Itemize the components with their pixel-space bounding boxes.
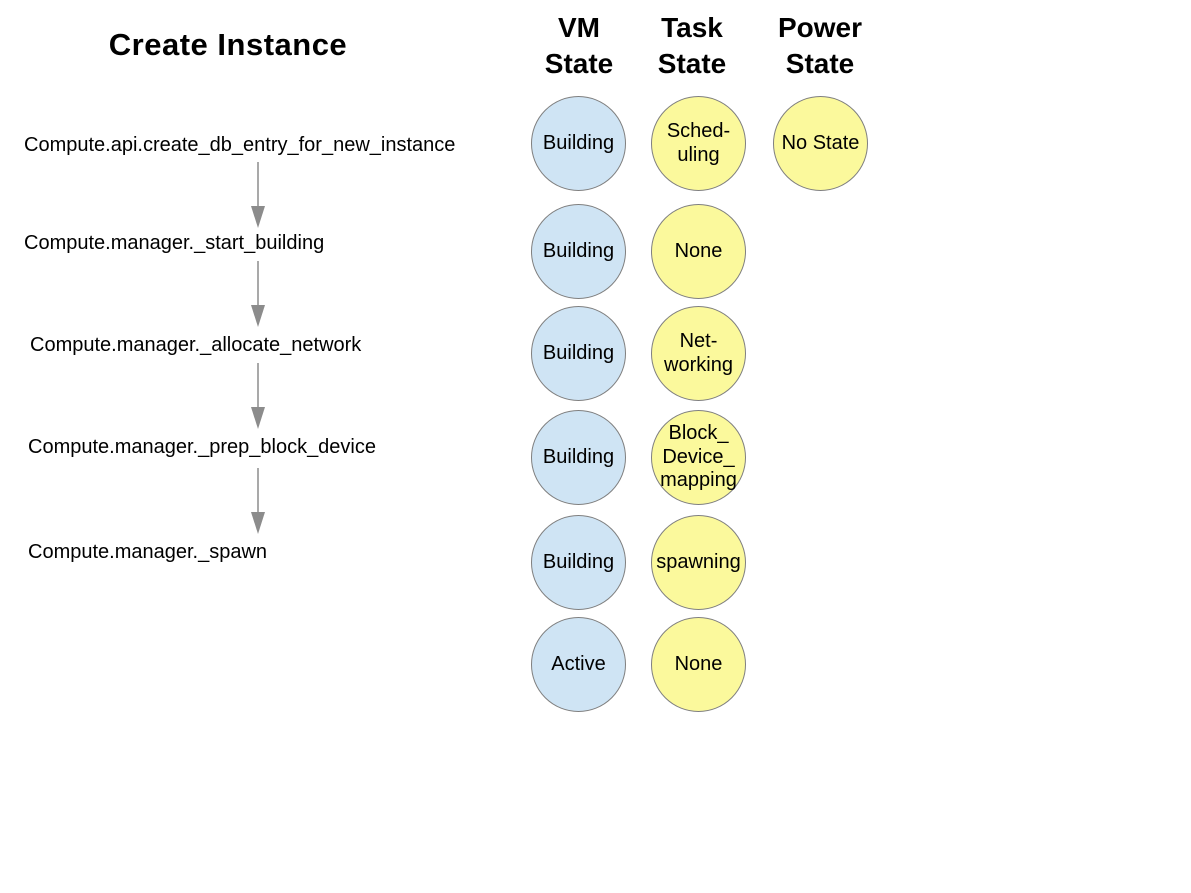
task-state-circle: None <box>651 204 746 299</box>
arrow-down-icon <box>251 162 265 228</box>
task-state-circle: Net- working <box>651 306 746 401</box>
task-state-circle: None <box>651 617 746 712</box>
diagram-title: Create Instance <box>108 27 348 62</box>
arrow-down-icon <box>251 468 265 534</box>
vm-state-circle: Building <box>531 306 626 401</box>
task-state-label: Block_ Device_ mapping <box>660 422 737 492</box>
vm-state-circle: Active <box>531 617 626 712</box>
vm-state-circle: Building <box>531 204 626 299</box>
column-header-task-state: Task State <box>657 12 727 79</box>
arrow-down-icon <box>251 363 265 429</box>
task-state-label: Net- working <box>664 329 733 376</box>
task-state-circle: spawning <box>651 515 746 610</box>
step-start-building: Compute.manager._start_building <box>24 232 325 254</box>
task-state-circle: Sched- uling <box>651 96 746 191</box>
vm-state-label: Building <box>542 131 615 154</box>
column-header-power-state: Power State <box>777 12 863 79</box>
step-prep-block-device: Compute.manager._prep_block_device <box>28 436 376 458</box>
task-state-circle: Block_ Device_ mapping <box>651 410 746 505</box>
vm-state-label: Building <box>542 550 615 573</box>
task-state-label: spawning <box>656 550 741 573</box>
vm-state-circle: Building <box>531 515 626 610</box>
task-state-label: None <box>674 652 723 675</box>
task-state-label: Sched- uling <box>666 119 731 166</box>
step-create-db-entry-for-new-instance: Compute.api.create_db_entry_for_new_inst… <box>24 134 456 156</box>
column-header-vm-state: VM State <box>544 12 614 79</box>
task-state-label: None <box>674 239 723 262</box>
vm-state-label: Building <box>542 341 615 364</box>
vm-state-label: Active <box>551 652 606 675</box>
arrow-down-icon <box>251 261 265 327</box>
vm-state-circle: Building <box>531 96 626 191</box>
vm-state-label: Building <box>542 239 615 262</box>
step-allocate-network: Compute.manager._allocate_network <box>30 334 362 356</box>
vm-state-circle: Building <box>531 410 626 505</box>
step-spawn: Compute.manager._spawn <box>28 541 268 563</box>
power-state-label: No State <box>781 131 860 154</box>
power-state-circle: No State <box>773 96 868 191</box>
vm-state-label: Building <box>542 445 615 468</box>
